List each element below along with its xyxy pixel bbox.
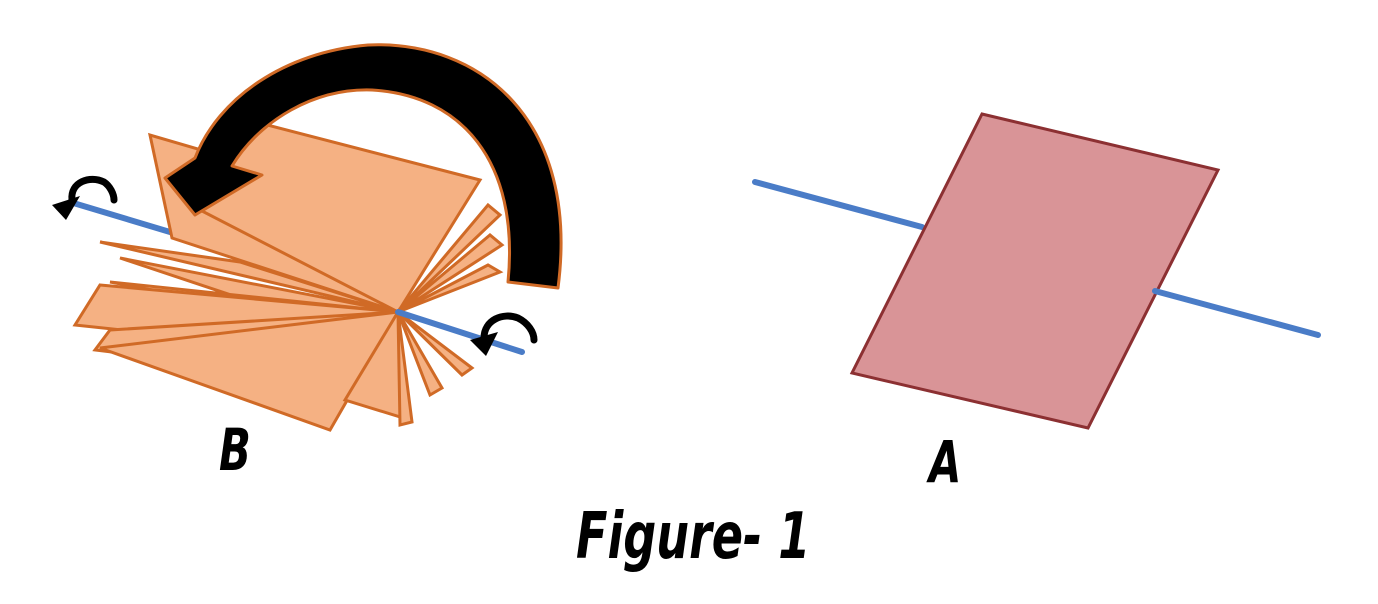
axis-a-left (752, 179, 925, 230)
page-bottom-3 (396, 311, 445, 398)
plate (849, 112, 1221, 430)
figure-b-label: B (219, 416, 251, 484)
page-right-1 (396, 202, 503, 314)
rotation-axis-right (395, 309, 525, 355)
rotation-axis-left (67, 199, 183, 238)
axis-a-right (1152, 288, 1321, 338)
page-bottom-2 (396, 311, 414, 427)
curved-arrow-icon (68, 175, 118, 204)
curved-arrow-icon (480, 312, 538, 344)
figure-a-label: A (929, 428, 962, 496)
curved-arrow-head-icon (470, 332, 498, 356)
figure-caption: Figure- 1 (576, 500, 811, 574)
page-bottom-4 (396, 310, 475, 377)
page-stack (72, 118, 505, 432)
page-right-2 (397, 233, 505, 314)
page-right-3 (397, 263, 504, 314)
figure-b (52, 43, 563, 432)
page-horizontal-1 (99, 240, 399, 314)
curved-arrow-head-icon (52, 196, 80, 220)
curved-arrow-icon (163, 43, 563, 290)
figure-a (752, 112, 1321, 430)
